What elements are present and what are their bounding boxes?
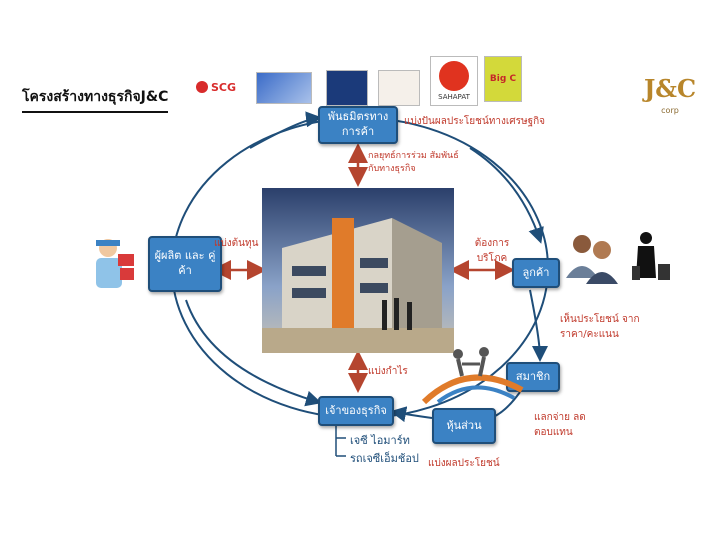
logo-jc-text: J&C <box>643 74 697 103</box>
logo-sahapat: SAHAPAT <box>430 56 478 106</box>
label-share-benefit: แบ่งผลประโยชน์ <box>428 458 500 469</box>
owners-item-2: รถเจซีเอ็มช้อป <box>350 452 419 465</box>
logo-bigc-text: Big C <box>489 74 517 84</box>
logo-jc: J&C corp <box>640 72 700 128</box>
label-strategy: กลยุทธ์การร่วม สัมพันธ์กับทางธุรกิจ <box>368 151 459 174</box>
label-benefit-price: เห็นประโยชน์ จากราคา/คะแนน <box>560 314 640 340</box>
label-exchange: แลกจ่าย ลดตอบแทน <box>534 412 586 438</box>
node-customers: ลูกค้า <box>512 258 560 288</box>
handshake-bridge-illustration <box>421 347 524 405</box>
logo-cooperative <box>326 70 368 106</box>
node-producers: ผู้ผลิต และ คู่ค้า <box>148 236 222 292</box>
producer-person-icon <box>96 239 134 288</box>
owners-item-1: เจซี ไอมาร์ท <box>350 434 410 447</box>
label-share-economic: แบ่งปันผลประโยชน์ทางเศรษฐกิจ <box>404 116 546 127</box>
building-image <box>262 188 454 353</box>
logo-scg: SCG <box>196 78 236 96</box>
logo-association <box>378 70 420 106</box>
label-share-cost: แบ่งต้นทุน <box>214 238 259 249</box>
node-shareholders: หุ้นส่วน <box>432 408 496 444</box>
scg-mark-icon <box>196 81 208 93</box>
logo-scg-text: SCG <box>211 80 237 94</box>
node-partners: พันธมิตรทาง การค้า <box>318 106 398 144</box>
logo-bank-card <box>256 72 312 104</box>
label-share-profit: แบ่งกำไร <box>368 366 408 377</box>
logo-bigc: Big C <box>484 56 522 102</box>
building-illustration <box>262 218 454 353</box>
label-need-consume: ต้องการ บริโภค <box>474 238 510 264</box>
node-members: สมาชิก <box>506 362 560 392</box>
page-title: โครงสร้างทางธุรกิจJ&C <box>22 86 169 113</box>
node-owners: เจ้าของธุรกิจ <box>318 396 394 426</box>
logo-sahapat-text: SAHAPAT <box>438 93 470 101</box>
logo-jc-sub: corp <box>661 106 679 115</box>
customers-people-icon <box>566 232 670 284</box>
sahapat-mark-icon <box>439 61 469 91</box>
